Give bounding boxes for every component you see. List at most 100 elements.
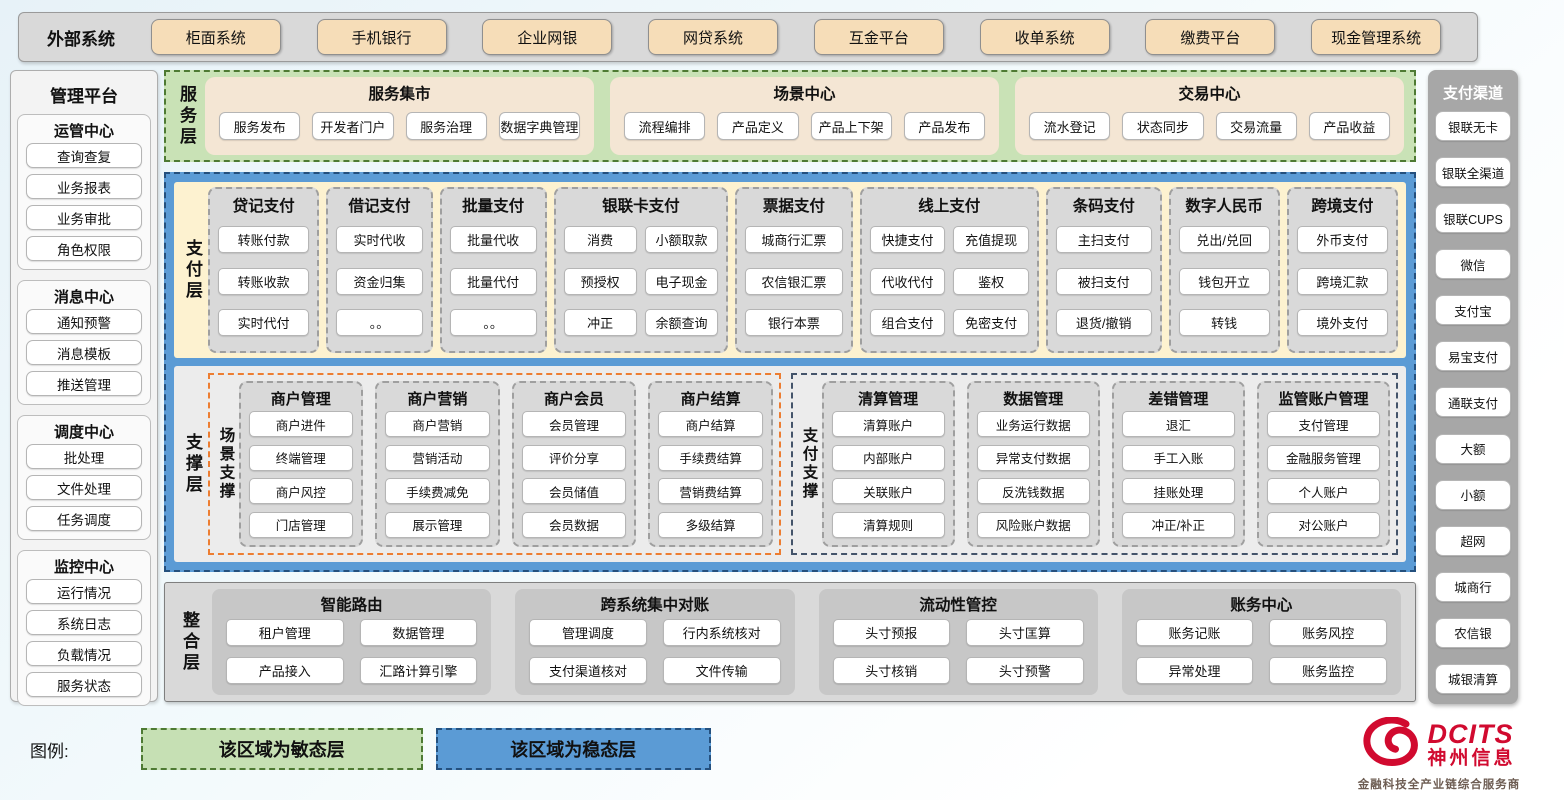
logo-brand: DCITS	[1427, 719, 1514, 750]
integration-group: 流动性管控头寸预报头寸匡算头寸核销头寸预警	[818, 589, 1098, 695]
management-title: 管理平台	[50, 87, 118, 106]
support-group: 监管账户管理支付管理金融服务管理个人账户对公账户	[1256, 381, 1391, 547]
service-group-cells: 流水登记状态同步交易流量产品收益	[1025, 105, 1394, 147]
legend-label: 图例:	[30, 741, 69, 761]
payment-item-box: 资金归集	[336, 267, 423, 295]
payment-group: 票据支付城商行汇票农信银汇票银行本票	[735, 187, 853, 353]
integration-group: 智能路由租户管理数据管理产品接入汇路计算引擎	[212, 589, 492, 695]
support-item-box: 清算账户	[831, 411, 945, 438]
management-section-title: 运管中心	[53, 123, 114, 140]
support-item-box: 金融服务管理	[1266, 444, 1381, 471]
payment-group: 数字人民币兑出/兑回钱包开立转钱	[1168, 187, 1280, 353]
support-group-title: 清算管理	[858, 391, 919, 408]
external-systems-label: 外部系统	[47, 29, 115, 49]
management-item-box: 文件处理	[26, 475, 142, 500]
management-item-box: 通知预警	[26, 309, 142, 334]
payment-group-title: 数字人民币	[1185, 198, 1263, 215]
support-item-box: 手续费减免	[385, 478, 490, 505]
payment-item-box: 境外支付	[1296, 309, 1388, 337]
support-item-box: 评价分享	[521, 444, 627, 471]
support-group-cells: 会员管理评价分享会员储值会员数据	[520, 410, 629, 539]
integration-item-box: 异常处理	[1135, 657, 1254, 684]
integration-item-box: 头寸预警	[966, 657, 1084, 684]
payment-item-box: 免密支付	[953, 309, 1029, 337]
support-item-box: 手续费结算	[658, 444, 763, 471]
support-item-box: 终端管理	[248, 444, 354, 471]
stable-layer-box: 支付层 贷记支付转账付款转账收款实时代付借记支付实时代收资金归集。。批量支付批量…	[164, 172, 1416, 572]
payment-layer: 支付层 贷记支付转账付款转账收款实时代付借记支付实时代收资金归集。。批量支付批量…	[174, 182, 1406, 358]
support-group-cells: 商户营销营销活动手续费减免展示管理	[383, 410, 492, 539]
support-item-box: 支付管理	[1266, 411, 1381, 438]
support-item-box: 会员数据	[521, 511, 627, 538]
channel-box: 农信银	[1435, 617, 1511, 648]
support-group-cells: 退汇手工入账挂账处理冲正/补正	[1120, 410, 1237, 539]
payment-item-box: 小额取款	[644, 225, 719, 253]
logo: DCITS 神州信息 金融科技全产业链综合服务商	[1324, 716, 1554, 792]
payment-group-cells: 批量代收批量代付。。	[448, 217, 539, 345]
channel-box: 小额	[1435, 479, 1511, 510]
payment-group-title: 条码支付	[1072, 198, 1135, 215]
external-system-box: 网贷系统	[648, 19, 779, 55]
support-item-box: 商户营销	[385, 411, 490, 438]
legend: 图例: 该区域为敏态层 该区域为稳态层	[30, 728, 711, 770]
channel-box: 城商行	[1435, 571, 1511, 602]
support-item-box: 营销费结算	[658, 478, 763, 505]
payment-item-box: 主扫支付	[1055, 225, 1152, 253]
management-section-items: 查询查复业务报表业务审批角色权限	[26, 143, 142, 261]
support-layer-label: 支撑层	[183, 432, 202, 496]
management-item-box: 推送管理	[26, 371, 142, 396]
management-section: 运管中心查询查复业务报表业务审批角色权限	[17, 114, 151, 270]
integration-group-title: 流动性管控	[919, 597, 997, 614]
support-item-box: 展示管理	[385, 511, 490, 538]
payment-item-box: 跨境汇款	[1296, 267, 1388, 295]
service-group-title: 场景中心	[773, 86, 836, 103]
integration-item-box: 账务监控	[1269, 657, 1387, 684]
integration-group-title: 智能路由	[320, 597, 383, 614]
payment-group-cells: 城商行汇票农信银汇票银行本票	[743, 217, 845, 345]
integration-groups: 智能路由租户管理数据管理产品接入汇路计算引擎跨系统集中对账管理调度行内系统核对支…	[212, 589, 1401, 695]
payment-item-box: 转钱	[1178, 309, 1270, 337]
payment-group-cells: 转账付款转账收款实时代付	[216, 217, 311, 345]
support-group: 商户结算商户结算手续费结算营销费结算多级结算	[648, 381, 773, 547]
legend-stable-swatch: 该区域为稳态层	[435, 728, 711, 770]
payment-item-box: 退货/撤销	[1055, 309, 1152, 337]
external-system-box: 互金平台	[813, 19, 944, 55]
channel-box: 大额	[1435, 433, 1511, 464]
service-item-box: 状态同步	[1122, 112, 1204, 140]
external-system-box: 缴费平台	[1145, 19, 1276, 55]
external-system-box: 柜面系统	[150, 19, 281, 55]
payment-groups: 贷记支付转账付款转账收款实时代付借记支付实时代收资金归集。。批量支付批量代收批量…	[208, 187, 1398, 353]
support-group-cells: 商户结算手续费结算营销费结算多级结算	[656, 410, 765, 539]
integration-item-box: 产品接入	[226, 657, 344, 684]
payment-item-box: 农信银汇票	[745, 267, 843, 295]
payment-group: 借记支付实时代收资金归集。。	[326, 187, 433, 353]
support-item-box: 业务运行数据	[976, 411, 1090, 438]
legend-agile-swatch: 该区域为敏态层	[140, 728, 423, 770]
integration-group: 跨系统集中对账管理调度行内系统核对支付渠道核对文件传输	[515, 589, 795, 695]
integration-group-cells: 租户管理数据管理产品接入汇路计算引擎	[226, 616, 478, 687]
support-group-title: 商户会员	[544, 391, 605, 408]
support-group-title: 监管账户管理	[1278, 391, 1369, 408]
logo-text: DCITS 神州信息	[1427, 720, 1515, 768]
payment-item-box: 银行本票	[745, 309, 843, 337]
payment-group-cells: 快捷支付充值提现代收代付鉴权组合支付免密支付	[868, 217, 1031, 345]
payment-item-box: 钱包开立	[1178, 267, 1270, 295]
service-group: 交易中心流水登记状态同步交易流量产品收益	[1015, 77, 1404, 155]
payment-item-box: 城商行汇票	[745, 225, 843, 253]
support-group-cells: 支付管理金融服务管理个人账户对公账户	[1265, 410, 1382, 539]
management-section-title: 消息中心	[53, 289, 114, 306]
management-section-title: 调度中心	[53, 424, 114, 441]
channel-box: 银联无卡	[1435, 111, 1511, 141]
service-group-cells: 流程编排产品定义产品上下架产品发布	[620, 105, 989, 147]
management-section: 消息中心通知预警消息模板推送管理	[17, 280, 151, 405]
payment-item-box: 实时代收	[336, 225, 423, 253]
payment-group: 跨境支付外币支付跨境汇款境外支付	[1286, 187, 1398, 353]
channel-box: 通联支付	[1435, 387, 1511, 418]
support-group: 商户营销商户营销营销活动手续费减免展示管理	[375, 381, 500, 547]
support-group-cells: 商户进件终端管理商户风控门店管理	[247, 410, 356, 539]
support-group: 商户管理商户进件终端管理商户风控门店管理	[238, 381, 364, 547]
payment-item-box: 批量代收	[449, 225, 537, 253]
main-area: 服务层 服务集市服务发布开发者门户服务治理数据字典管理场景中心流程编排产品定义产…	[164, 70, 1416, 702]
